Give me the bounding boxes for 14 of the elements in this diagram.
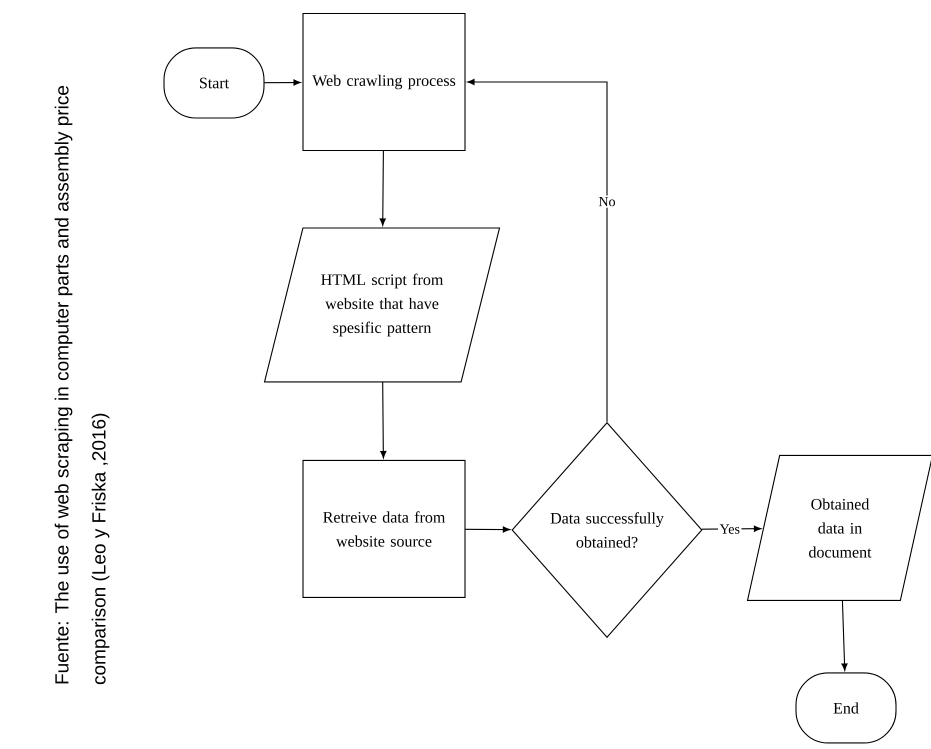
process-box: Retreive data from website source: [302, 460, 466, 598]
edge-label: No: [596, 195, 618, 208]
edge-label: Yes: [718, 522, 742, 536]
arrow: [841, 601, 848, 671]
process-box: Web crawling process: [302, 12, 466, 152]
arrow: [380, 151, 386, 226]
arrow: [466, 526, 510, 533]
data-parallelogram: Obtained data in document: [746, 454, 931, 602]
data-parallelogram: HTML script from website that have spesific pattern: [264, 227, 500, 383]
arrow: [380, 382, 386, 458]
arrow: [467, 78, 608, 422]
arrow: [264, 79, 301, 86]
arrow: [702, 526, 762, 532]
caption: Fuente: The use of web scraping in computer parts and assembly price comparison (Leo y Friska ,2016): [54, 86, 110, 684]
